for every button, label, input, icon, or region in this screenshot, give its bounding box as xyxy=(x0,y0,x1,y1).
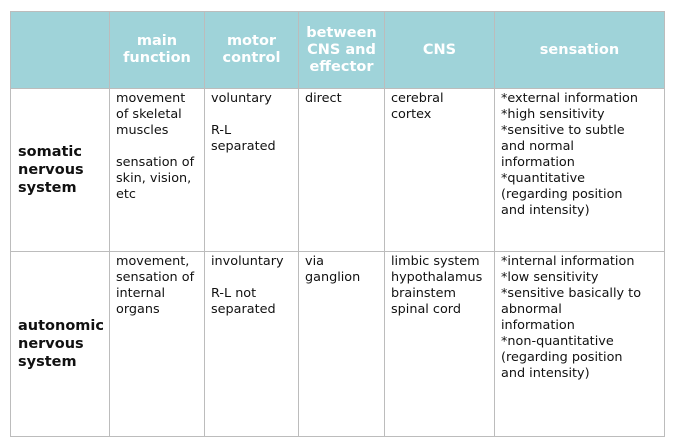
cell-main-function: movement of skeletal muscles sensation o… xyxy=(109,88,205,252)
cell-between-cns-and-effector: direct xyxy=(298,88,385,252)
cell-main-function: movement, sensation of internal organs xyxy=(109,251,205,437)
table-header-row: main function motor control between CNS … xyxy=(10,11,665,89)
cell-cns: cerebral cortex xyxy=(384,88,495,252)
row-label-somatic: somatic nervous system xyxy=(10,88,110,252)
header-sensation: sensation xyxy=(494,11,665,89)
header-empty-corner xyxy=(10,11,110,89)
cell-motor-control: voluntary R-L separated xyxy=(204,88,299,252)
cell-cns: limbic system hypothalamus brainstem spi… xyxy=(384,251,495,437)
row-label-autonomic: autonomic nervous system xyxy=(10,251,110,437)
nervous-system-comparison-table: main function motor control between CNS … xyxy=(10,11,665,437)
cell-sensation: *internal information *low sensitivity *… xyxy=(494,251,665,437)
cell-between-cns-and-effector: via ganglion xyxy=(298,251,385,437)
header-between-cns-and-effector: between CNS and effector xyxy=(298,11,385,89)
cell-motor-control: involuntary R-L not separated xyxy=(204,251,299,437)
table-row: autonomic nervous system movement, sensa… xyxy=(10,251,665,437)
header-main-function: main function xyxy=(109,11,205,89)
table-row: somatic nervous system movement of skele… xyxy=(10,88,665,252)
header-motor-control: motor control xyxy=(204,11,299,89)
cell-sensation: *external information *high sensitivity … xyxy=(494,88,665,252)
header-cns: CNS xyxy=(384,11,495,89)
